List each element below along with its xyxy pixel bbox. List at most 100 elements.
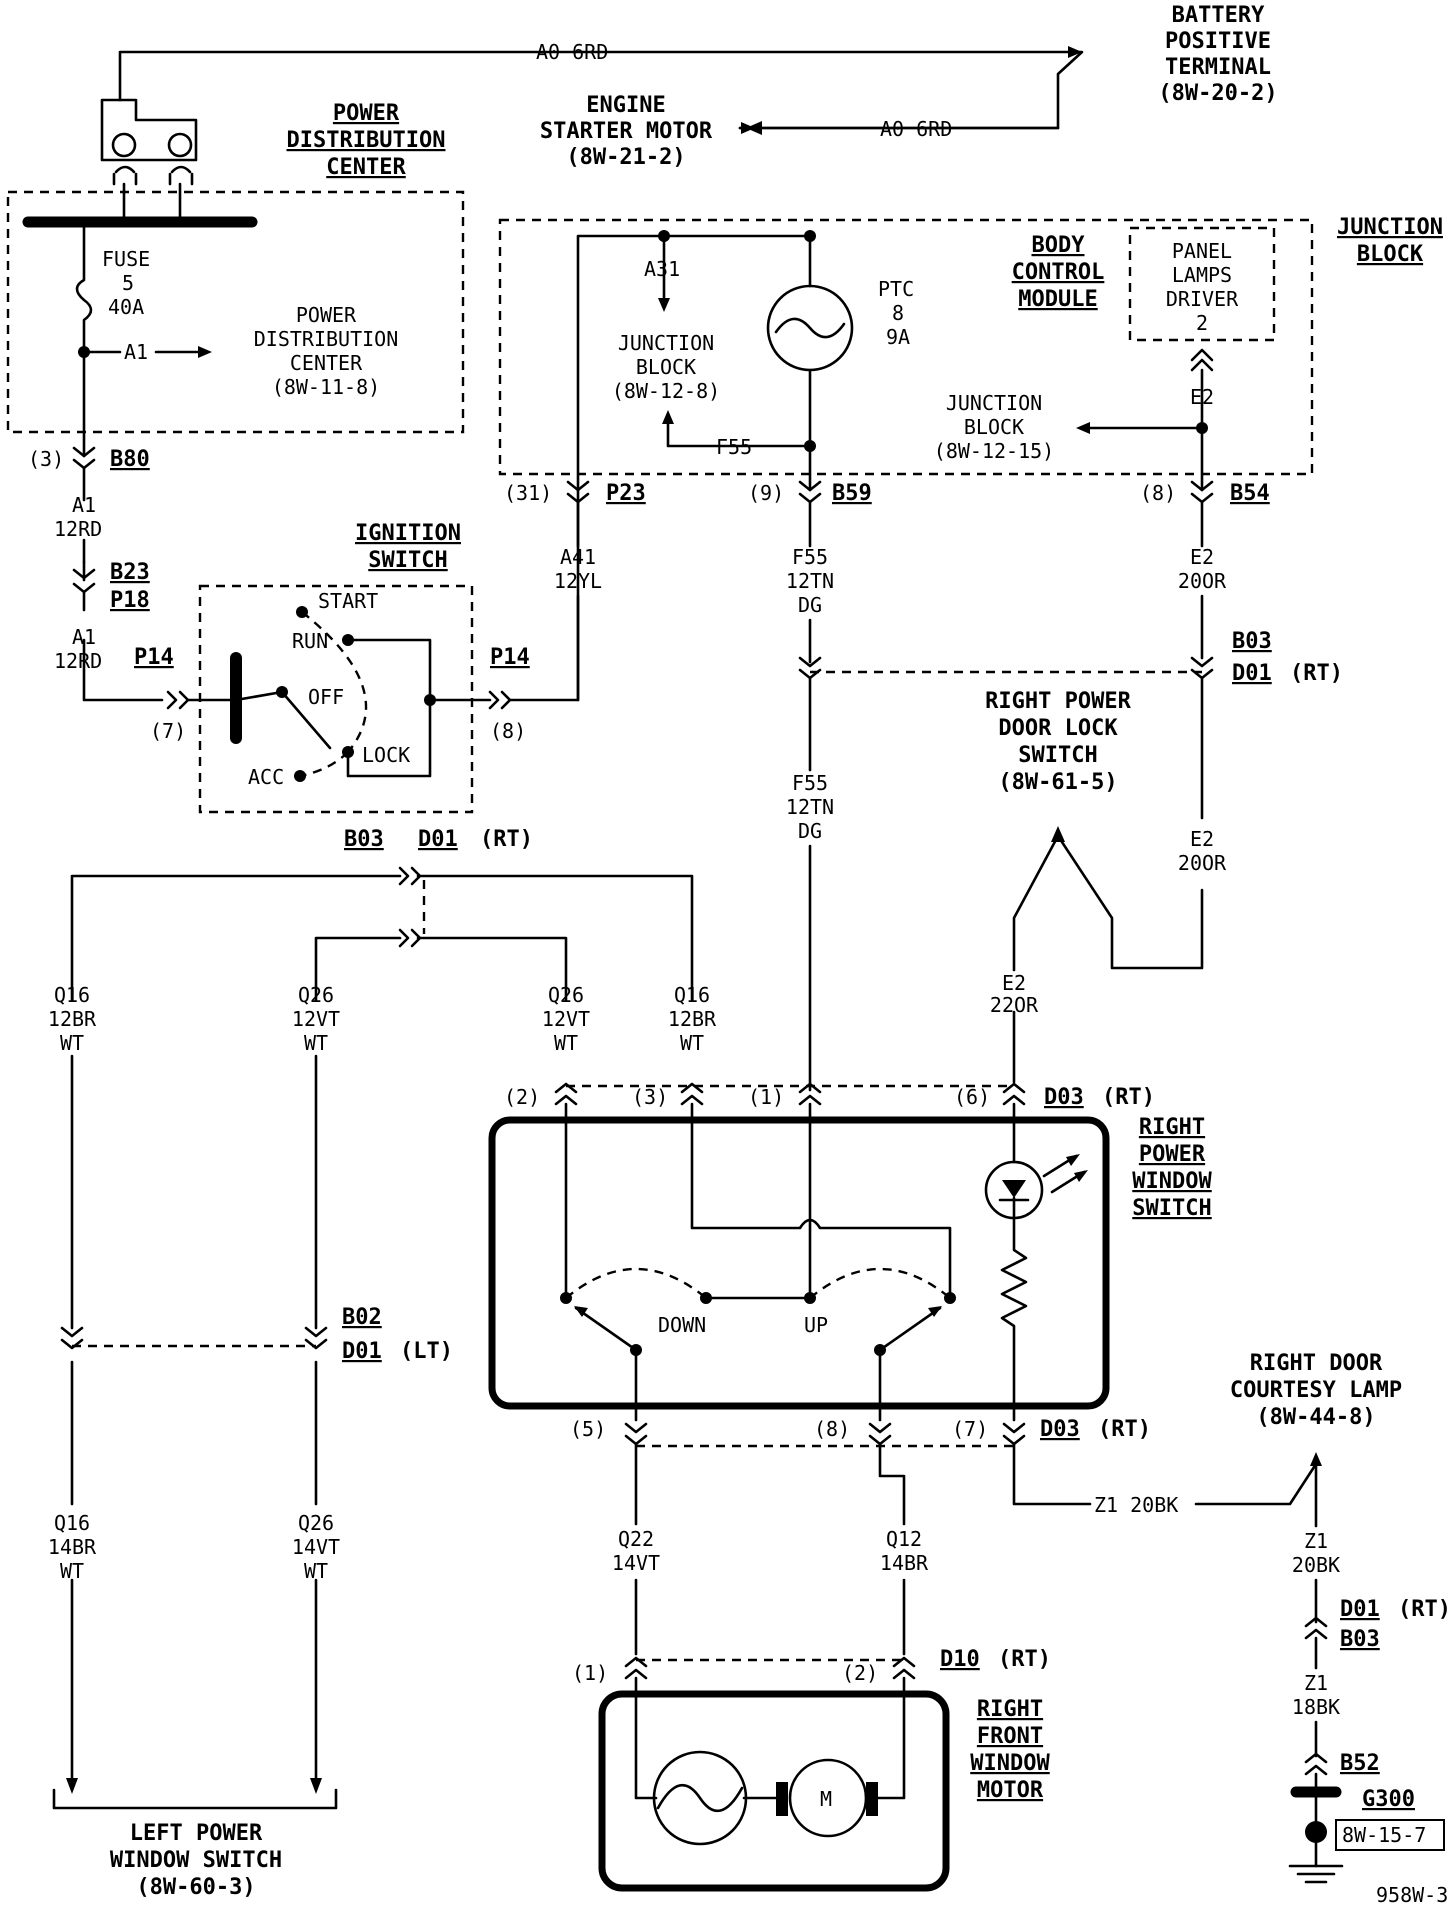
svg-text:POWER: POWER [333, 101, 400, 126]
svg-text:G300: G300 [1362, 1787, 1415, 1812]
svg-text:(3): (3) [28, 447, 64, 471]
svg-text:(6): (6) [954, 1085, 990, 1109]
svg-text:PTC: PTC [878, 277, 914, 301]
svg-text:SWITCH: SWITCH [1018, 743, 1097, 768]
battery-wire-label: A0 6RD [536, 40, 608, 64]
svg-text:D01: D01 [342, 1339, 382, 1364]
svg-text:D10: D10 [940, 1647, 980, 1672]
svg-text:WT: WT [680, 1031, 704, 1055]
wire-e2: E2 20OR E2 20OR E2 22OR [990, 500, 1227, 1084]
battery-positive-terminal: BATTERY POSITIVE TERMINAL (8W-20-2) [1158, 3, 1277, 106]
svg-text:SWITCH: SWITCH [368, 548, 447, 573]
a1-feed-wire [82, 466, 164, 702]
svg-text:FUSE: FUSE [102, 247, 150, 271]
svg-text:(LT): (LT) [400, 1339, 453, 1364]
connector-d03-bot: (5) (8) (7) D03 (RT) [570, 1417, 1151, 1448]
svg-text:WINDOW: WINDOW [970, 1751, 1050, 1776]
svg-text:(31): (31) [504, 481, 552, 505]
svg-text:POWER: POWER [296, 303, 357, 327]
ground-g300: G300 8W-15-7 [1288, 1772, 1445, 1884]
connector-b23-p18: B23 P18 [72, 560, 150, 613]
svg-text:RIGHT: RIGHT [1139, 1115, 1205, 1140]
svg-text:IGNITION: IGNITION [355, 521, 461, 546]
svg-text:E2: E2 [1190, 827, 1214, 851]
window-motor-internals: M [634, 1676, 906, 1846]
svg-text:Q26: Q26 [298, 1511, 334, 1535]
svg-text:DG: DG [798, 593, 822, 617]
pdc-outline [6, 190, 465, 434]
svg-text:RIGHT POWER: RIGHT POWER [985, 689, 1131, 714]
svg-text:(8W-60-3): (8W-60-3) [136, 1875, 255, 1900]
svg-text:E2: E2 [1002, 971, 1026, 995]
svg-text:JUNCTION: JUNCTION [618, 331, 714, 355]
svg-text:BLOCK: BLOCK [636, 355, 696, 379]
svg-text:START: START [318, 589, 378, 613]
svg-text:CONTROL: CONTROL [1012, 260, 1105, 285]
svg-text:WT: WT [60, 1031, 84, 1055]
svg-text:MODULE: MODULE [1018, 287, 1097, 312]
connector-b02-d01-lt: B02 D01 (LT) [60, 1305, 453, 1364]
svg-text:DRIVER: DRIVER [1166, 287, 1239, 311]
svg-text:PANEL: PANEL [1172, 239, 1232, 263]
junction-block-outline [498, 218, 1314, 476]
svg-text:A31: A31 [644, 257, 680, 281]
panel-lamps-driver: PANEL LAMPS DRIVER 2 [1166, 239, 1239, 335]
right-power-door-lock-switch: RIGHT POWER DOOR LOCK SWITCH (8W-61-5) [985, 689, 1131, 795]
svg-text:P18: P18 [110, 588, 150, 613]
svg-text:(RT): (RT) [1098, 1417, 1151, 1442]
svg-text:12VT: 12VT [292, 1007, 340, 1031]
connector-d03-top: (2) (3) (1) (6) D03 (RT) [504, 1082, 1155, 1110]
right-power-window-switch-title: RIGHT POWER WINDOW SWITCH [1132, 1115, 1212, 1221]
svg-text:14VT: 14VT [292, 1535, 340, 1559]
svg-text:12RD: 12RD [54, 649, 102, 673]
svg-text:B23: B23 [110, 560, 150, 585]
left-power-window-switch: LEFT POWER WINDOW SWITCH (8W-60-3) [52, 1778, 338, 1900]
svg-text:ACC: ACC [248, 765, 284, 789]
svg-text:BODY: BODY [1032, 233, 1086, 258]
wire-a41: A41 12YL [554, 545, 602, 593]
svg-text:(7): (7) [952, 1417, 988, 1441]
svg-text:(8W-21-2): (8W-21-2) [566, 145, 685, 170]
wire-f55: F55 12TN DG F55 12TN DG [786, 500, 834, 1092]
svg-text:D01: D01 [418, 827, 458, 852]
svg-text:DOOR LOCK: DOOR LOCK [998, 716, 1118, 741]
svg-text:(9): (9) [748, 481, 784, 505]
svg-text:20OR: 20OR [1178, 851, 1227, 875]
svg-text:(8): (8) [814, 1417, 850, 1441]
svg-text:ENGINE: ENGINE [586, 93, 665, 118]
svg-text:(8W-12-15): (8W-12-15) [934, 439, 1054, 463]
svg-text:(3): (3) [632, 1085, 668, 1109]
svg-text:12TN: 12TN [786, 569, 834, 593]
fuse-5: FUSE 5 40A A1 [75, 220, 212, 458]
svg-text:MOTOR: MOTOR [977, 1778, 1044, 1803]
svg-text:M: M [820, 1787, 832, 1811]
svg-text:B02: B02 [342, 1305, 382, 1330]
svg-text:UP: UP [804, 1313, 828, 1337]
svg-text:(8): (8) [490, 719, 526, 743]
body-control-module: BODY CONTROL MODULE [1012, 233, 1105, 312]
right-window-switch-box [488, 1116, 1110, 1410]
svg-text:40A: 40A [108, 295, 144, 319]
svg-text:Q26: Q26 [298, 983, 334, 1007]
svg-text:P14: P14 [134, 645, 174, 670]
wire-z1: Z1 20BK Z1 20BK D01 (RT) B03 Z1 18BK B52 [1012, 1442, 1451, 1776]
svg-text:DOWN: DOWN [658, 1313, 706, 1337]
svg-text:14VT: 14VT [612, 1551, 660, 1575]
svg-text:B03: B03 [344, 827, 384, 852]
junction-block-title: JUNCTION BLOCK [1337, 215, 1443, 267]
svg-text:F55: F55 [792, 545, 828, 569]
connector-b03-d01-top: B03 D01 (RT) [70, 827, 694, 1002]
right-front-window-motor-title: RIGHT FRONT WINDOW MOTOR [970, 1697, 1050, 1803]
svg-text:(RT): (RT) [480, 827, 533, 852]
svg-text:B59: B59 [832, 481, 872, 506]
svg-text:(8W-11-8): (8W-11-8) [272, 375, 380, 399]
svg-text:E2: E2 [1190, 545, 1214, 569]
svg-text:14BR: 14BR [880, 1551, 929, 1575]
svg-text:12VT: 12VT [542, 1007, 590, 1031]
svg-text:P23: P23 [606, 481, 646, 506]
svg-text:(5): (5) [570, 1417, 606, 1441]
svg-text:DISTRIBUTION: DISTRIBUTION [254, 327, 399, 351]
svg-text:A1: A1 [72, 625, 96, 649]
svg-text:12BR: 12BR [48, 1007, 97, 1031]
